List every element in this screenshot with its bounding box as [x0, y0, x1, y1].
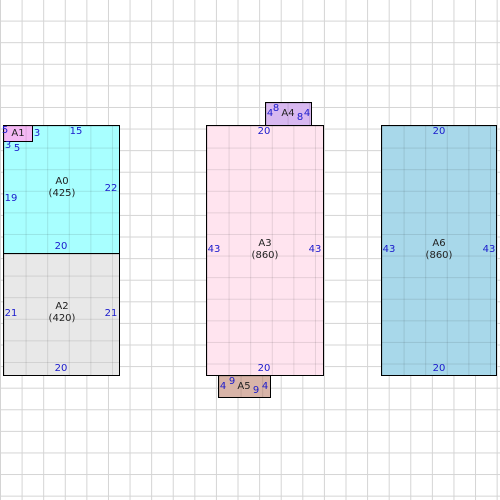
room-a2-dim-right: 21 — [104, 308, 118, 319]
room-a6[interactable] — [381, 125, 497, 376]
room-a0-dim-top: 15 — [69, 126, 83, 137]
room-a6-label: A6 (860) — [426, 238, 453, 262]
room-a0-dim-bottom: 20 — [54, 241, 68, 252]
room-a4[interactable] — [265, 102, 312, 126]
room-a0-dim-left: 19 — [4, 193, 18, 204]
room-a1-dim-left: 5 — [1, 125, 9, 136]
room-a1[interactable] — [3, 125, 33, 142]
room-a2-area: (420) — [48, 313, 76, 324]
room-a5-dim-right: 4 — [261, 381, 269, 392]
room-a0[interactable] — [3, 125, 120, 254]
room-a4-dim-left: 4 — [266, 108, 274, 119]
room-a4-dim-bottom-right: 8 — [296, 112, 304, 123]
room-a3-area: (860) — [251, 250, 279, 261]
room-a6-name: A6 — [432, 238, 446, 249]
room-a2-name: A2 — [55, 301, 69, 312]
room-a0-dim-right: 22 — [104, 183, 118, 194]
room-a6-dim-left: 43 — [382, 244, 396, 255]
room-a5[interactable] — [218, 375, 271, 398]
room-a2-dim-left: 21 — [4, 308, 18, 319]
room-a2-label: A2 (420) — [49, 301, 76, 325]
room-a0-area: (425) — [48, 188, 76, 199]
room-a2-dim-bottom: 20 — [54, 363, 68, 374]
room-a1-name: A1 — [11, 128, 25, 139]
room-a6-area: (860) — [425, 250, 453, 261]
room-a3-dim-bottom: 20 — [257, 363, 271, 374]
room-a3-dim-right: 43 — [308, 244, 322, 255]
room-a3-label: A3 (860) — [252, 238, 279, 262]
room-a3-dim-top: 20 — [257, 126, 271, 137]
room-a6-dim-bottom: 20 — [432, 363, 446, 374]
room-a1-dim-right: 3 — [33, 128, 41, 139]
room-a1-dim-bottom-left: 3 — [4, 140, 12, 151]
room-a2[interactable] — [3, 253, 120, 376]
room-a3-name: A3 — [258, 238, 272, 249]
room-a3[interactable] — [206, 125, 324, 376]
room-a5-name: A5 — [237, 381, 251, 392]
room-a5-dim-left: 4 — [219, 381, 227, 392]
room-a4-name: A4 — [281, 108, 295, 119]
room-a6-dim-right: 43 — [482, 244, 496, 255]
room-a1-dim-bottom-right: 5 — [13, 143, 21, 154]
room-a5-dim-bottom-right: 9 — [252, 385, 260, 396]
room-a0-name: A0 — [55, 176, 69, 187]
room-a0-label: A0 (425) — [49, 176, 76, 200]
room-a4-dim-right: 4 — [303, 108, 311, 119]
room-a3-dim-left: 43 — [207, 244, 221, 255]
room-a6-dim-top: 20 — [432, 126, 446, 137]
room-a4-dim-top-left: 8 — [272, 103, 280, 114]
room-a5-dim-top-left: 9 — [228, 376, 236, 387]
